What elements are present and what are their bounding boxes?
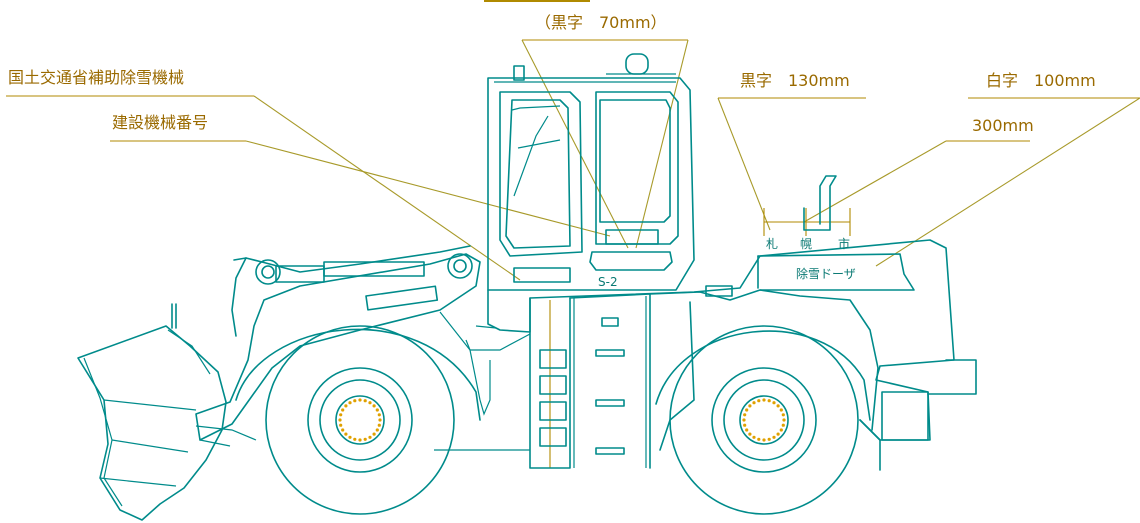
hub-bolt [358,438,362,442]
hub-bolt [368,401,372,405]
plate-text: S-2 [598,275,618,289]
hub-bolt [782,418,786,422]
hub-bolt [776,432,780,436]
front-wheel [235,325,481,515]
city-char-1: 札 [766,237,778,251]
hub-bolt [767,399,771,403]
hub-bolt [779,408,783,412]
annotation-black-130: 黒字 130mm [718,71,866,99]
cab: S-2 [487,53,695,291]
hub-bolt [748,404,752,408]
cab-plates [513,229,659,283]
leader-100mm [875,97,1140,267]
hub-bolt [745,428,749,432]
hub-bolt [752,435,756,439]
label-mlit-subsidy: 国土交通省補助除雪機械 [8,68,184,87]
leader-130mm [717,97,771,231]
hub-bolt [338,418,342,422]
hub-bolt [772,435,776,439]
label-construction-number: 建設機械番号 [112,113,208,132]
blade [77,303,227,521]
front-hub-bolts [338,398,382,442]
hub-bolt [372,432,376,436]
annotation-construction-no: 建設機械番号 [110,113,246,142]
hub-bolt [743,413,747,417]
hub-bolt [748,432,752,436]
label-300mm: 300mm [972,116,1034,135]
construction-number-plate [605,229,659,245]
hub-bolt [757,437,761,441]
annotation-300mm: 300mm [946,116,1034,142]
mlit-plate [513,267,571,283]
hub-bolt [363,437,367,441]
hub-bolt [341,428,345,432]
label-black-70mm: （黒字 70mm） [535,13,667,32]
hub-bolt [339,413,343,417]
hub-bolt [368,435,372,439]
lift-arm [195,245,481,447]
leader-construction [245,140,611,237]
hub-bolt [344,432,348,436]
hub-bolt [767,437,771,441]
hub-bolt [776,404,780,408]
hub-bolt [341,408,345,412]
hub-bolt [339,423,343,427]
hub-bolt [375,428,379,432]
hub-bolt [745,408,749,412]
leader-lines [245,39,1140,468]
side-panel-text: 除雪ドーザ [796,266,856,281]
hub-bolt [779,428,783,432]
loader-outline: S-2 除雪ドーザ [77,53,977,521]
chassis: 除雪ドーザ [434,175,977,471]
hub-bolt [358,398,362,402]
annotation-white-100: 白字 100mm [968,71,1140,99]
city-name: 札 幌 市 [766,236,850,251]
hub-bolt [375,408,379,412]
hub-bolt [377,413,381,417]
hub-bolt [762,438,766,442]
hub-bolt [363,399,367,403]
label-black-130mm: 黒字 130mm [740,71,850,90]
leader-300mm [803,140,947,223]
hub-bolt [772,401,776,405]
label-white-100mm: 白字 100mm [986,71,1096,90]
hub-bolt [762,398,766,402]
hub-bolt [757,399,761,403]
hub-bolt [378,418,382,422]
hub-bolt [353,399,357,403]
rear-wheel [655,325,871,515]
hub-bolt [781,413,785,417]
hub-bolt [377,423,381,427]
annotation-top-70mm: （黒字 70mm） [484,0,688,41]
hub-bolt [344,404,348,408]
hub-bolt [372,404,376,408]
leader-70mm-a [521,39,629,249]
city-char-3: 市 [838,236,850,251]
city-char-2: 幌 [800,236,812,251]
hub-bolt [752,401,756,405]
leader-70mm-b [635,39,689,249]
rear-hub-bolts [742,398,786,442]
leader-mlit [253,95,521,281]
hub-bolt [348,401,352,405]
hub-bolt [781,423,785,427]
hub-bolt [743,423,747,427]
hub-bolt [348,435,352,439]
annotation-mlit: 国土交通省補助除雪機械 [6,68,254,97]
hub-bolt [742,418,746,422]
hub-bolt [353,437,357,441]
